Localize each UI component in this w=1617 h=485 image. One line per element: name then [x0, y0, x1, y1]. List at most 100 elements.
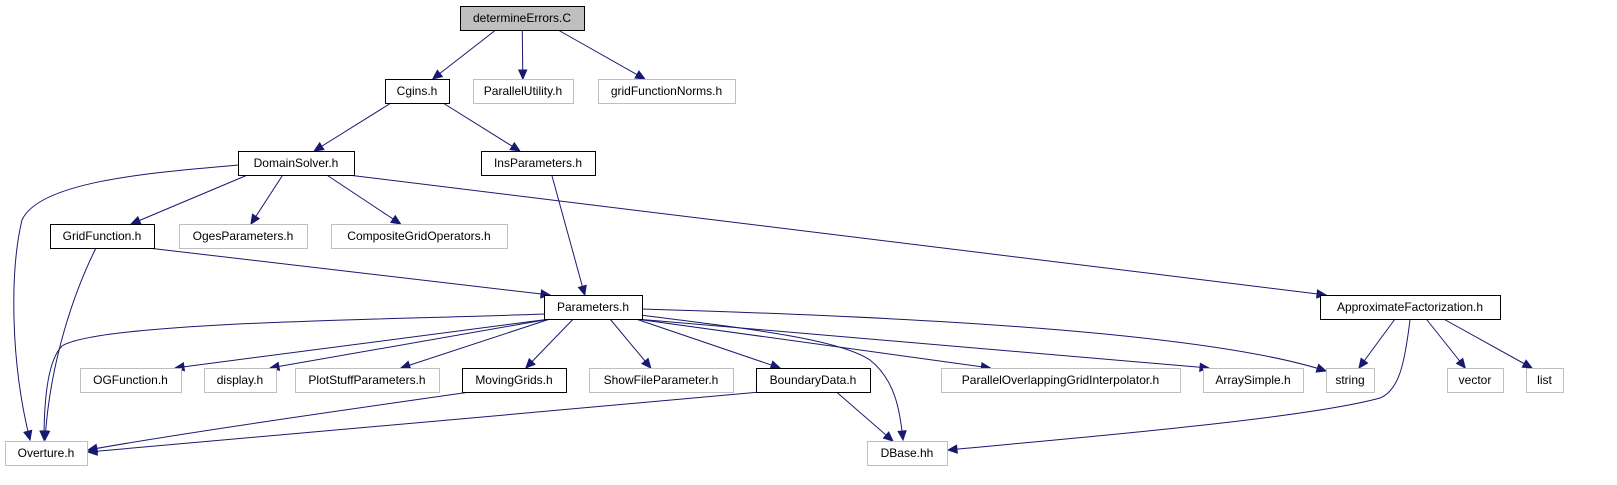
node-insparameters-h[interactable]: InsParameters.h — [481, 151, 596, 176]
node-label: DBase.hh — [881, 446, 934, 460]
node-label: Overture.h — [18, 446, 75, 460]
arrowhead — [1521, 359, 1534, 369]
node-box — [5, 441, 88, 466]
node-label: ParallelUtility.h — [484, 84, 562, 98]
edge-movinggrids-to-overture — [86, 391, 471, 453]
node-boundarydata-h[interactable]: BoundaryData.h — [756, 368, 871, 393]
node-box — [1326, 368, 1375, 393]
node-box — [756, 368, 871, 393]
edge-cgins-to-insparameters — [442, 102, 521, 152]
node-label: GridFunction.h — [63, 229, 142, 243]
arrowhead — [509, 141, 521, 152]
edge-cgins-to-domainsolver — [313, 102, 392, 152]
edge-approximatefactorization-to-dbase — [946, 319, 1411, 454]
edge-parameters-to-boundarydata — [635, 318, 782, 370]
node-box — [589, 368, 734, 393]
node-box — [331, 224, 508, 249]
edge-approximatefactorization-to-string — [1358, 318, 1396, 369]
node-label: gridFunctionNorms.h — [611, 84, 722, 98]
arrowhead — [23, 429, 33, 442]
node-label: PlotStuffParameters.h — [308, 373, 425, 387]
node-box — [481, 151, 596, 176]
node-label: OgesParameters.h — [193, 229, 294, 243]
node-determineerrors-c[interactable]: determineErrors.C — [460, 6, 585, 31]
node-label: Cgins.h — [397, 84, 438, 98]
node-ogesparameters-h: OgesParameters.h — [179, 224, 308, 249]
node-cgins-h[interactable]: Cgins.h — [385, 79, 450, 104]
node-gridfunction-h[interactable]: GridFunction.h — [50, 224, 155, 249]
node-label: CompositeGridOperators.h — [347, 229, 490, 243]
node-string: string — [1326, 368, 1375, 393]
edge-domainsolver-to-gridfunction — [129, 174, 248, 225]
edge-domainsolver-to-compositegridoperators — [326, 174, 402, 225]
arrowhead — [577, 284, 587, 297]
edge-determineerrors-to-parallelutility — [517, 29, 528, 81]
edge-boundarydata-to-overture — [86, 391, 761, 456]
arrowhead — [431, 69, 444, 80]
edge-determineerrors-to-gridfunctionnorms — [557, 29, 646, 80]
edge-domainsolver-to-ogesparameters — [250, 174, 284, 226]
node-list: list — [1526, 368, 1564, 393]
node-label: MovingGrids.h — [475, 373, 552, 387]
node-box — [473, 79, 574, 104]
arrowhead — [399, 360, 412, 370]
edge-parameters-to-arraysimple — [635, 318, 1211, 372]
node-label: DomainSolver.h — [254, 156, 339, 170]
edge-parameters-to-overture — [39, 313, 546, 442]
edge-insparameters-to-parameters — [551, 174, 587, 297]
edge-gridfunction-to-parameters — [147, 247, 552, 299]
arrowhead — [769, 360, 782, 370]
node-movinggrids-h[interactable]: MovingGrids.h — [462, 368, 567, 393]
node-plotstuffparameters-h: PlotStuffParameters.h — [295, 368, 440, 393]
arrowhead — [129, 215, 142, 225]
node-compositegridoperators-h: CompositeGridOperators.h — [331, 224, 508, 249]
node-label: ShowFileParameter.h — [604, 373, 719, 387]
arrowhead — [517, 69, 528, 81]
node-label: ParallelOverlappingGridInterpolator.h — [962, 373, 1159, 387]
arrowhead — [250, 213, 261, 226]
arrowhead — [524, 357, 536, 369]
edge-determineerrors-to-cgins — [431, 29, 497, 80]
node-parallelutility-h: ParallelUtility.h — [473, 79, 574, 104]
edge-parameters-to-movinggrids — [524, 318, 574, 369]
node-box — [460, 6, 585, 31]
arrowhead — [634, 70, 646, 80]
node-label: ApproximateFactorization.h — [1337, 300, 1483, 314]
node-label: list — [1537, 373, 1552, 387]
node-box — [50, 224, 155, 249]
edges-layer — [13, 29, 1534, 456]
node-box — [1320, 295, 1501, 320]
arrowhead — [86, 446, 98, 456]
edge-parameters-to-showfileparameter — [609, 318, 652, 369]
node-domainsolver-h[interactable]: DomainSolver.h — [238, 151, 355, 176]
node-box — [1526, 368, 1564, 393]
node-box — [1447, 368, 1504, 393]
arrowhead — [1358, 357, 1369, 369]
node-box — [941, 368, 1181, 393]
node-label: Parameters.h — [557, 300, 629, 314]
edge-approximatefactorization-to-list — [1443, 318, 1534, 369]
node-paralleloverlappinggridinterpolator-h: ParallelOverlappingGridInterpolator.h — [941, 368, 1181, 393]
nodes-layer: determineErrors.C Cgins.h ParallelUtility.… — [5, 6, 1564, 466]
edge-gridfunction-to-overture — [40, 247, 97, 442]
node-box — [462, 368, 567, 393]
arrowhead — [641, 357, 652, 369]
node-box — [867, 441, 948, 466]
node-label: ArraySimple.h — [1215, 373, 1290, 387]
edge-parameters-to-dbase — [639, 314, 907, 442]
node-box — [295, 368, 440, 393]
node-approximatefactorization-h[interactable]: ApproximateFactorization.h — [1320, 295, 1501, 320]
node-overture-h: Overture.h — [5, 441, 88, 466]
node-showfileparameter-h: ShowFileParameter.h — [589, 368, 734, 393]
node-box — [385, 79, 450, 104]
node-box — [80, 368, 182, 393]
edge-approximatefactorization-to-vector — [1425, 318, 1467, 369]
arrowhead — [39, 430, 49, 442]
arrowhead — [946, 444, 958, 454]
arrowhead — [897, 430, 907, 442]
node-gridfunctionnorms-h: gridFunctionNorms.h — [598, 79, 736, 104]
node-display-h: display.h — [204, 368, 277, 393]
node-parameters-h[interactable]: Parameters.h — [544, 295, 643, 320]
node-vector: vector — [1447, 368, 1504, 393]
